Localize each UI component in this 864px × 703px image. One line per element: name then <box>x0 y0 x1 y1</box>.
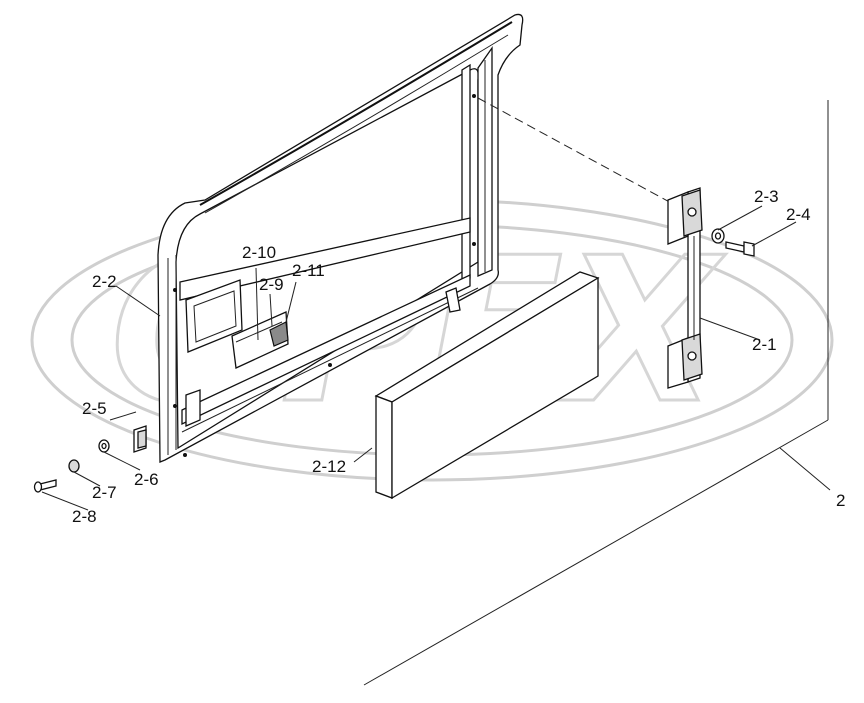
callout-2-5: 2-5 <box>82 399 107 418</box>
assembly-bracket <box>363 100 829 686</box>
hinge-assembly <box>667 187 703 389</box>
callout-2-12: 2-12 <box>312 457 346 476</box>
door-panel <box>157 13 524 463</box>
seal-pad <box>374 271 600 500</box>
washer-2-6 <box>98 439 110 453</box>
latch-2-5 <box>133 425 147 453</box>
callout-2-10: 2-10 <box>242 243 276 262</box>
callout-2-9: 2-9 <box>259 275 284 294</box>
callout-labels: 2 2-1 2-2 2-3 2-4 2-5 2-6 2-7 2-8 2-9 2-… <box>72 187 845 526</box>
hinge-alignment-line <box>477 97 676 206</box>
nut-2-7 <box>68 459 80 473</box>
callout-2-4: 2-4 <box>786 205 811 224</box>
callout-2-3: 2-3 <box>754 187 779 206</box>
screw-2-8 <box>33 479 57 493</box>
callout-2-1: 2-1 <box>752 335 777 354</box>
leader-lines <box>41 205 831 511</box>
callout-2-2: 2-2 <box>92 272 117 291</box>
washer-2-3 <box>711 228 725 244</box>
bolt-2-4 <box>725 241 755 257</box>
callout-2: 2 <box>836 491 845 510</box>
callout-2-7: 2-7 <box>92 483 117 502</box>
callout-2-11: 2-11 <box>292 261 325 280</box>
callout-2-6: 2-6 <box>134 470 159 489</box>
callout-2-8: 2-8 <box>72 507 97 526</box>
